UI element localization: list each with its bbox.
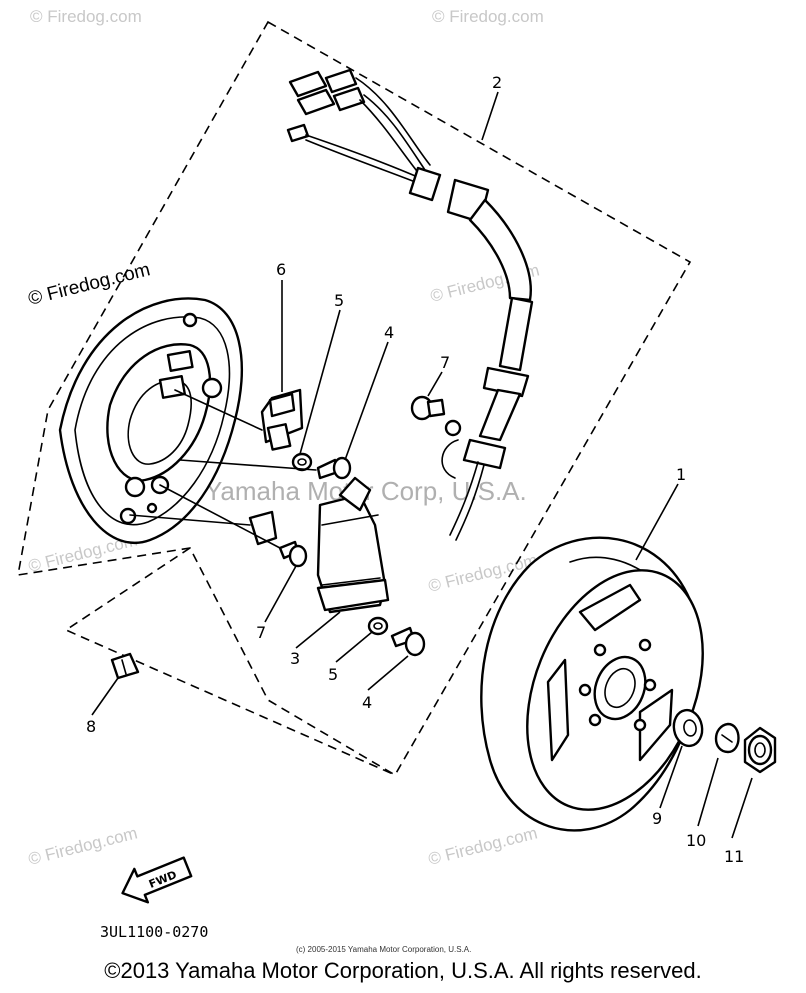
leader-5-upper xyxy=(299,309,341,455)
leader-7-right xyxy=(427,371,443,397)
assembly-boundary xyxy=(17,20,692,777)
screw-4-lower xyxy=(390,626,426,657)
pickup-coil xyxy=(260,388,304,451)
leader-4-lower xyxy=(367,655,409,691)
leader-10 xyxy=(697,757,719,827)
screw-7-left xyxy=(278,540,308,568)
callout-2: 2 xyxy=(492,73,502,92)
screw-8 xyxy=(110,652,140,680)
lock-washer xyxy=(714,722,740,754)
watermark-firedog-dark: © Firedog.com xyxy=(26,259,152,310)
washer-5-upper xyxy=(291,452,313,472)
wire-harness xyxy=(286,68,534,541)
source-coil xyxy=(316,476,390,614)
screw-4-upper xyxy=(316,456,352,480)
leader-8 xyxy=(91,677,119,716)
flywheel-rotor xyxy=(480,536,704,832)
leader-9 xyxy=(659,745,683,809)
callout-3: 3 xyxy=(290,649,300,668)
assembly-boundary-lower xyxy=(64,547,396,776)
watermark-firedog: © Firedog.com xyxy=(426,823,539,868)
callout-6: 6 xyxy=(276,260,286,279)
copyright-notice: ©2013 Yamaha Motor Corporation, U.S.A. A… xyxy=(104,958,702,983)
callout-4-upper: 4 xyxy=(384,323,394,342)
leader-1 xyxy=(635,483,679,561)
leader-5-lower xyxy=(335,631,373,663)
callout-1: 1 xyxy=(676,465,686,484)
callout-7-left: 7 xyxy=(256,623,266,642)
callout-5-lower: 5 xyxy=(328,665,338,684)
fwd-arrow-icon: FWD xyxy=(121,856,193,904)
callout-8: 8 xyxy=(86,717,96,736)
callout-11: 11 xyxy=(724,847,744,866)
watermark-firedog: © Firedog.com xyxy=(26,823,139,868)
leader-2 xyxy=(481,91,499,141)
drawing-code: 3UL1100-0270 xyxy=(100,923,208,941)
callout-7-right: 7 xyxy=(440,353,450,372)
callout-10: 10 xyxy=(686,831,706,850)
small-credit: (c) 2005-2015 Yamaha Motor Corporation, … xyxy=(296,945,471,954)
nut xyxy=(743,726,777,774)
plain-washer xyxy=(672,708,704,748)
leader-3 xyxy=(295,611,341,649)
screw-7-right xyxy=(410,395,446,421)
watermark-firedog: © Firedog.com xyxy=(432,7,544,26)
stator-plate xyxy=(58,297,243,545)
leader-7-left xyxy=(264,565,297,623)
callout-4-lower: 4 xyxy=(362,693,372,712)
leader-11 xyxy=(731,777,753,839)
watermark-firedog: © Firedog.com xyxy=(30,7,142,26)
washer-5-lower xyxy=(367,616,389,636)
callout-9: 9 xyxy=(652,809,662,828)
leader-4-upper xyxy=(344,341,389,461)
callout-5-upper: 5 xyxy=(334,291,344,310)
